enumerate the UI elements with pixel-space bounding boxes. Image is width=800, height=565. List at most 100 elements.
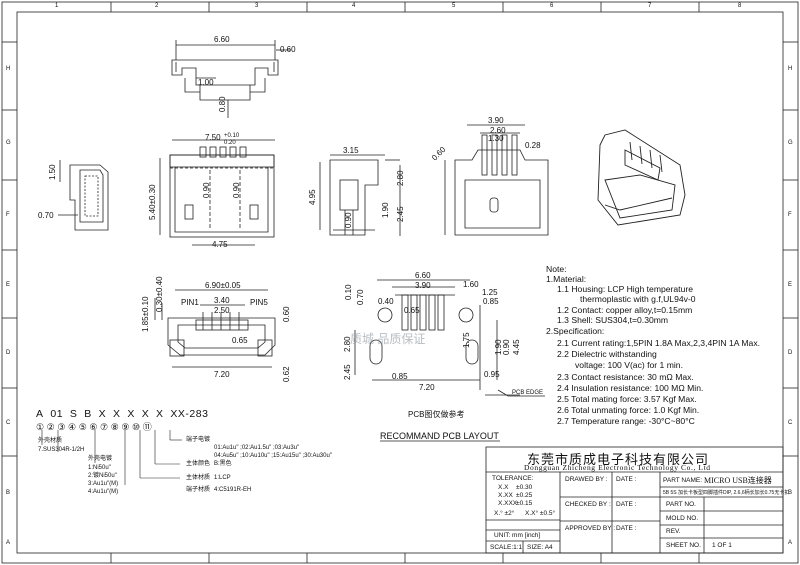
tol-x: X.X xyxy=(498,484,509,491)
dim-label: 0.40 xyxy=(378,297,394,306)
dim-label: 4.95 xyxy=(308,189,317,205)
note-line: 2.4 Insulation resistance: 100 MΩ Min. xyxy=(557,383,704,393)
code-item: 1:LCP xyxy=(214,475,231,481)
code-seg: S xyxy=(69,408,78,420)
code-seg: X xyxy=(112,408,121,420)
row-mark: E xyxy=(788,282,793,288)
scale-label: SCALE:1:1 xyxy=(490,544,523,551)
code-item: 主体颜色 xyxy=(186,461,211,467)
dim-label: 0.85 xyxy=(483,297,499,306)
sheet-no-value: 1 OF 1 xyxy=(712,542,732,549)
pcb-edge-label: PCB EDGE xyxy=(512,390,544,396)
code-item: 4:Au1u"(M) xyxy=(88,489,119,495)
dim-label: 1.00 xyxy=(198,78,214,87)
tolerance-label: TOLERANCE: xyxy=(492,475,534,482)
dim-label: 1.25 xyxy=(482,288,498,297)
dim-label: 0.60 xyxy=(280,45,296,54)
tol-angle: X.° ±2° xyxy=(494,510,515,517)
dim-label: 0.20 xyxy=(224,140,236,146)
dim-label: 7.20 xyxy=(214,370,230,379)
tol-angle2: X.X° ±0.5° xyxy=(525,510,556,517)
rear-view-drawing xyxy=(444,124,549,236)
pin-view-drawing xyxy=(154,289,276,368)
part-code-leaders xyxy=(41,430,182,485)
sheet-no-label: SHEET NO. xyxy=(666,542,701,549)
note-line: 1.2 Contact: copper alloy,t=0.15mm xyxy=(557,305,693,315)
dim-label: 6.60 xyxy=(214,35,230,44)
note-line: 2.1 Current rating:1,5PIN 1.8A Max,2,3,4… xyxy=(557,338,761,348)
code-item: 04:Au5u" ;10:Au10u" ;15:Au15u" ;30:Au30u… xyxy=(214,453,332,459)
dim-label: 0.90 xyxy=(502,339,511,355)
dim-label: 0.65 xyxy=(232,336,248,345)
code-item: 2:镀Ni50u" xyxy=(88,473,117,479)
tol-x-val: ±0.30 xyxy=(516,484,533,491)
tol-xxx-val: ±0.15 xyxy=(516,500,533,507)
code-item: 外壳电镀 xyxy=(88,456,113,462)
circled-5: ⑤ xyxy=(78,422,90,432)
tol-xx: X.XX xyxy=(498,492,513,499)
company-name-cn: 东莞市质成电子科技有限公司 xyxy=(527,452,710,467)
note-line: 1.3 Shell: SUS304,t=0.30mm xyxy=(557,315,669,325)
circled-11: ⑪ xyxy=(142,422,155,432)
note-line: 1.Material: xyxy=(546,274,587,284)
col-mark: 1 xyxy=(55,3,59,9)
dim-label: 2.60 xyxy=(490,126,506,135)
dim-label: 1.85±0.10 xyxy=(141,296,150,332)
dim-label: 7.20 xyxy=(419,383,435,392)
dim-label: 2.50 xyxy=(214,306,230,315)
dim-label: 6.90±0.05 xyxy=(205,281,241,290)
circled-numbers: ①②③④⑤⑥⑦⑧⑨⑩⑪ xyxy=(36,420,154,433)
dim-label: 0.70 xyxy=(356,289,365,305)
dim-label: 0.30±0.40 xyxy=(155,276,164,312)
note-line: 2.6 Total unmating force: 1.0 Kgf Min. xyxy=(557,405,700,415)
circled-6: ⑥ xyxy=(89,422,101,432)
code-seg: X xyxy=(156,408,164,420)
row-mark: B xyxy=(6,490,11,496)
col-mark: 2 xyxy=(155,3,159,9)
row-mark: H xyxy=(788,66,793,72)
row-mark: C xyxy=(788,420,793,426)
code-item: 7.SUS304R-1/2H xyxy=(38,447,85,453)
code-item: 1:Ni50u" xyxy=(88,465,111,471)
note-line: 2.7 Temperature range: -30°C~80°C xyxy=(557,416,695,426)
code-item: 01:Au1u" ;02:Au1.5u" ;03:Au3u" xyxy=(214,445,300,451)
dim-label: 3.15 xyxy=(343,146,359,155)
circled-4: ④ xyxy=(68,422,79,432)
part-no-label: PART NO. xyxy=(666,501,696,508)
col-mark: 3 xyxy=(255,3,259,9)
row-mark: E xyxy=(6,282,11,288)
dim-label: 0.90 xyxy=(232,182,241,198)
dim-label: 0.85 xyxy=(392,372,408,381)
row-mark: D xyxy=(6,350,11,356)
dim-label: 4.75 xyxy=(212,240,228,249)
unit-label: UNIT: mm [inch] xyxy=(494,532,541,539)
row-mark: A xyxy=(6,540,11,546)
code-item: 主体材质 xyxy=(186,475,211,481)
note-line: thermoplastic with g.f,UL94v-0 xyxy=(580,294,696,304)
front-view-drawing xyxy=(159,139,275,246)
note-line: 1.1 Housing: LCP High temperature xyxy=(557,284,693,294)
dim-label: 0.95 xyxy=(484,370,500,379)
row-mark: D xyxy=(788,350,793,356)
row-mark: F xyxy=(788,212,792,218)
code-item: 3:Au1u"(M) xyxy=(88,481,119,487)
dim-label: 2.80 xyxy=(396,170,405,186)
dim-label: 5.40±0.30 xyxy=(148,184,157,220)
dim-label: 1.60 xyxy=(463,280,479,289)
top-view-drawing xyxy=(171,40,290,118)
dim-label: 0.90 xyxy=(344,212,353,228)
dim-label: 0.62 xyxy=(282,366,291,382)
dim-label: 6.60 xyxy=(415,271,431,280)
size-label: SIZE: A4 xyxy=(527,544,553,551)
note-line: 2.Specification: xyxy=(546,326,605,336)
pcb-caption: RECOMMAND PCB LAYOUT xyxy=(380,431,499,441)
side-view-drawing xyxy=(319,154,401,236)
tol-xxx: X.XXX xyxy=(498,500,518,507)
dim-label: 0.28 xyxy=(525,141,541,150)
code-seg: 01 xyxy=(50,408,64,420)
note-line: voltage: 100 V(ac) for 1 min. xyxy=(575,360,683,370)
dim-label: 0.80 xyxy=(218,96,227,112)
dim-label: 1.90 xyxy=(381,202,390,218)
